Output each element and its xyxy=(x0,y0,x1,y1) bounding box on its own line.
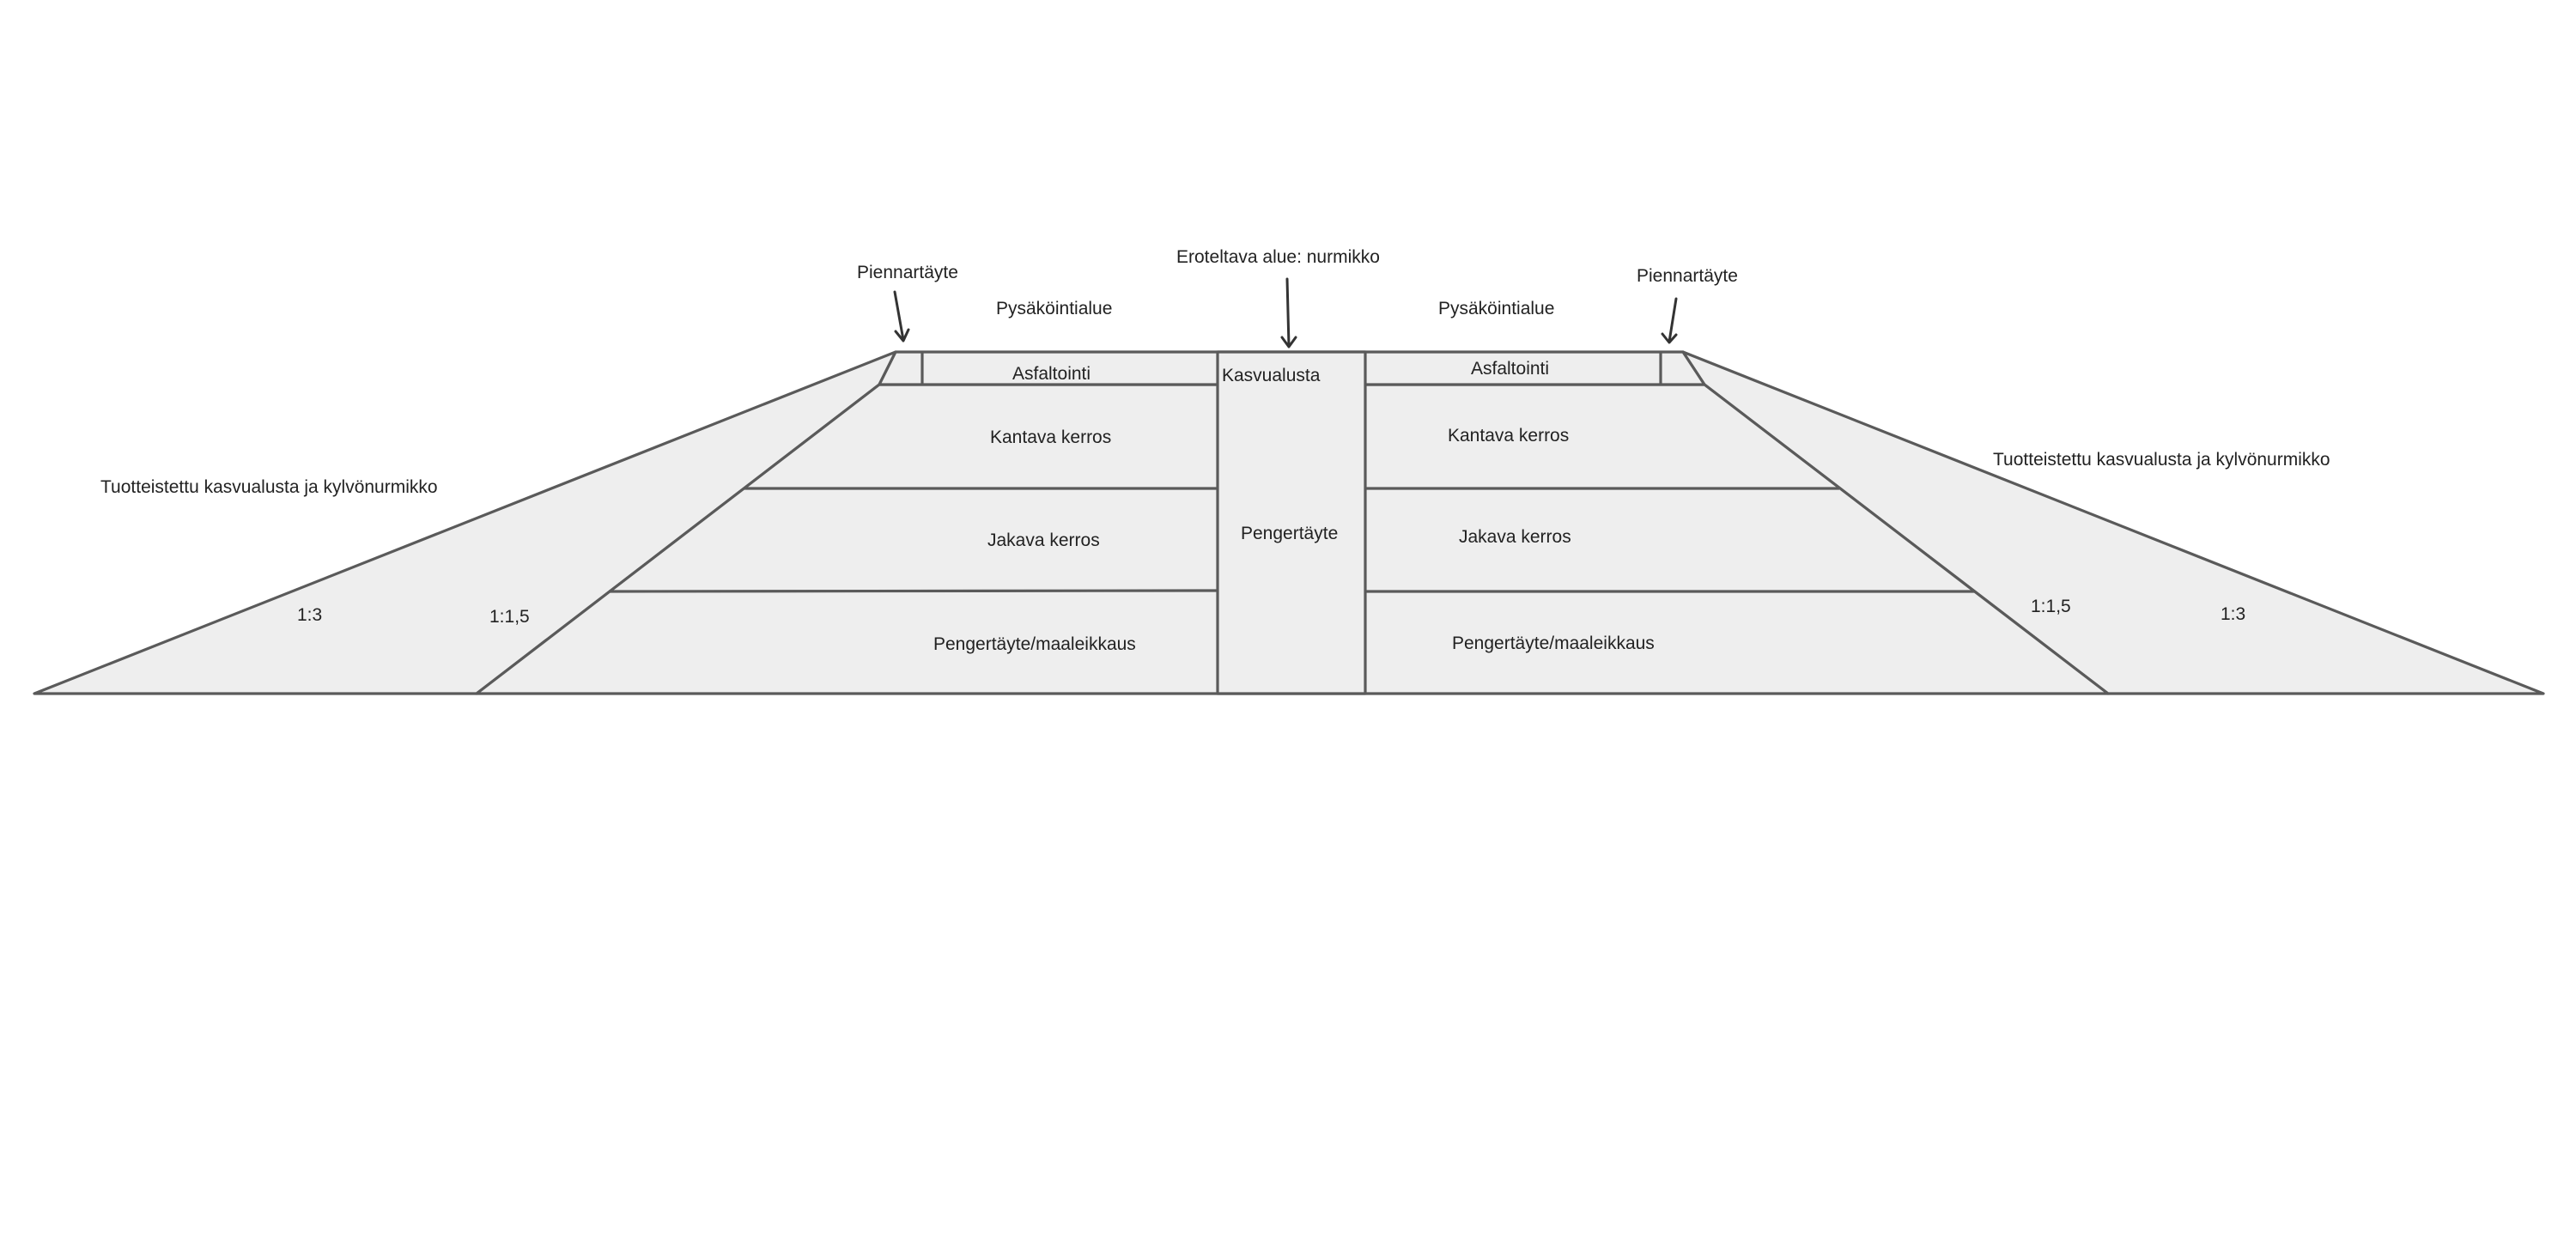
label-tuotteistettu-left: Tuotteistettu kasvualusta ja kylvönurmik… xyxy=(100,477,438,497)
label-asfaltti-right: Asfaltointi xyxy=(1471,359,1549,379)
label-slope-1-15-right: 1:1,5 xyxy=(2031,597,2071,616)
label-asfaltti-left: Asfaltointi xyxy=(1012,364,1091,384)
label-jakava-left: Jakava kerros xyxy=(987,530,1100,550)
label-slope-1-3-right: 1:3 xyxy=(2221,604,2245,624)
label-maaleikkaus-left: Pengertäyte/maaleikkaus xyxy=(933,634,1136,654)
label-eroteltava-alue: Eroteltava alue: nurmikko xyxy=(1176,247,1380,267)
label-tuotteistettu-right: Tuotteistettu kasvualusta ja kylvönurmik… xyxy=(1993,450,2330,470)
arrow-right-shoulder xyxy=(1661,297,1678,344)
label-kantava-left: Kantava kerros xyxy=(990,427,1111,447)
label-slope-1-15-left: 1:1,5 xyxy=(489,607,530,627)
label-pientare-left: Piennartäyte xyxy=(857,263,958,282)
arrow-median xyxy=(1280,277,1297,349)
label-jakava-right: Jakava kerros xyxy=(1459,527,1571,547)
arrow-left-shoulder xyxy=(893,290,910,343)
label-slope-1-3-left: 1:3 xyxy=(297,605,322,625)
label-pysakointi-right: Pysäköintialue xyxy=(1438,299,1554,318)
label-pengertayte: Pengertäyte xyxy=(1241,524,1338,543)
label-maaleikkaus-right: Pengertäyte/maaleikkaus xyxy=(1452,634,1655,653)
label-pientare-right: Piennartäyte xyxy=(1637,266,1738,286)
label-kantava-right: Kantava kerros xyxy=(1448,426,1569,446)
label-pysakointi-left: Pysäköintialue xyxy=(996,299,1112,318)
median-column xyxy=(1216,350,1367,695)
label-kasvualusta: Kasvualusta xyxy=(1222,366,1321,385)
